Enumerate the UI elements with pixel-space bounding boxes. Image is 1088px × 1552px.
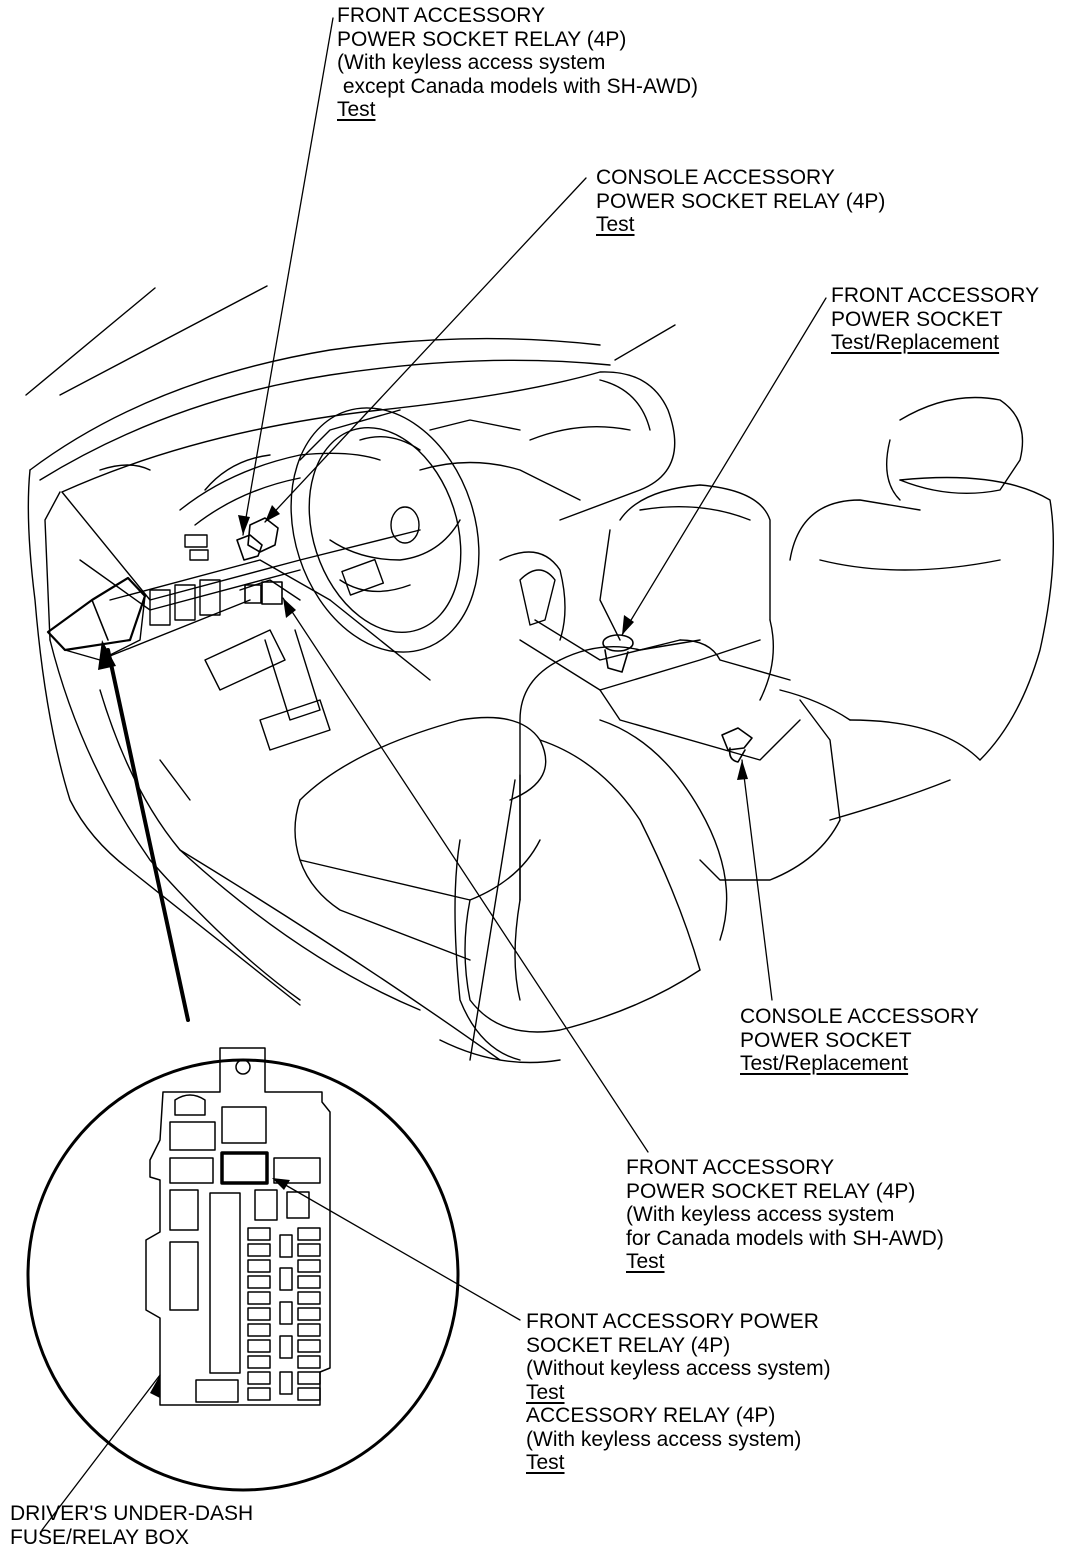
console-relay-test-link[interactable]: Test	[596, 213, 635, 236]
callout-line: FRONT ACCESSORY	[337, 4, 546, 27]
steering-wheel	[204, 407, 480, 653]
dash-relays	[236, 517, 283, 605]
fuse-box-detail	[145, 1047, 331, 1406]
console-socket-test-replacement-link[interactable]: Test/Replacement	[740, 1052, 909, 1075]
accessory-relay-test-link[interactable]: Test	[526, 1451, 565, 1474]
power-sockets	[602, 634, 753, 763]
callout-line: POWER SOCKET	[831, 307, 1003, 331]
front-relay-keyless-test-link[interactable]: Test	[337, 98, 376, 121]
callout-line: FRONT ACCESSORY	[626, 1156, 835, 1179]
callout-line: CONSOLE ACCESSORY	[596, 166, 835, 189]
callout-line: ACCESSORY RELAY (4P)	[526, 1404, 776, 1427]
front-socket-relay-test-link[interactable]: Test	[526, 1380, 565, 1404]
callout-line: (Without keyless access system)	[526, 1357, 831, 1380]
callout-console-socket: CONSOLE ACCESSORY POWER SOCKET Test/Repl…	[740, 1005, 979, 1076]
fuse-grid	[247, 1227, 321, 1401]
callout-front-relay-canada: FRONT ACCESSORY POWER SOCKET RELAY (4P) …	[626, 1156, 944, 1274]
callout-line: FRONT ACCESSORY POWER	[526, 1310, 819, 1333]
callout-line: (With keyless access system	[337, 51, 606, 74]
callout-line: SOCKET RELAY (4P)	[526, 1333, 731, 1357]
center-console	[499, 551, 801, 901]
driver-seat	[294, 716, 728, 1064]
callout-line: except Canada models with SH-AWD)	[337, 74, 699, 98]
callout-line: (With keyless access system	[626, 1203, 895, 1226]
magnify-pointer	[98, 640, 190, 1022]
fuse-box-detail-circle	[26, 1047, 460, 1492]
callout-line: POWER SOCKET RELAY (4P)	[626, 1179, 916, 1203]
callout-console-relay: CONSOLE ACCESSORY POWER SOCKET RELAY (4P…	[596, 166, 885, 237]
dashboard	[44, 371, 676, 751]
leader-lines	[41, 17, 827, 1531]
callout-fuse-box-relays: FRONT ACCESSORY POWER SOCKET RELAY (4P) …	[526, 1310, 831, 1475]
callout-line: POWER SOCKET RELAY (4P)	[337, 27, 627, 51]
callout-line: for Canada models with SH-AWD)	[626, 1226, 944, 1250]
arrowheads	[150, 505, 748, 1398]
callout-line: POWER SOCKET RELAY (4P)	[596, 189, 886, 213]
door-panel	[27, 469, 501, 1061]
callout-front-socket: FRONT ACCESSORY POWER SOCKET Test/Replac…	[831, 284, 1039, 355]
callout-line: POWER SOCKET	[740, 1028, 912, 1052]
passenger-seat	[599, 396, 1055, 881]
callout-front-relay-keyless: FRONT ACCESSORY POWER SOCKET RELAY (4P) …	[337, 4, 698, 122]
front-socket-test-replacement-link[interactable]: Test/Replacement	[831, 331, 1000, 354]
callout-fuse-box: DRIVER'S UNDER-DASH FUSE/RELAY BOX	[10, 1502, 253, 1549]
front-relay-canada-test-link[interactable]: Test	[626, 1250, 665, 1273]
callout-line: (With keyless access system)	[526, 1427, 802, 1451]
callout-line: FUSE/RELAY BOX	[10, 1525, 189, 1549]
callout-line: DRIVER'S UNDER-DASH	[10, 1502, 254, 1525]
fuse-box-on-dash	[46, 576, 147, 661]
callout-line: CONSOLE ACCESSORY	[740, 1005, 979, 1028]
callout-line: FRONT ACCESSORY	[831, 284, 1040, 307]
windshield-lines	[25, 285, 676, 481]
